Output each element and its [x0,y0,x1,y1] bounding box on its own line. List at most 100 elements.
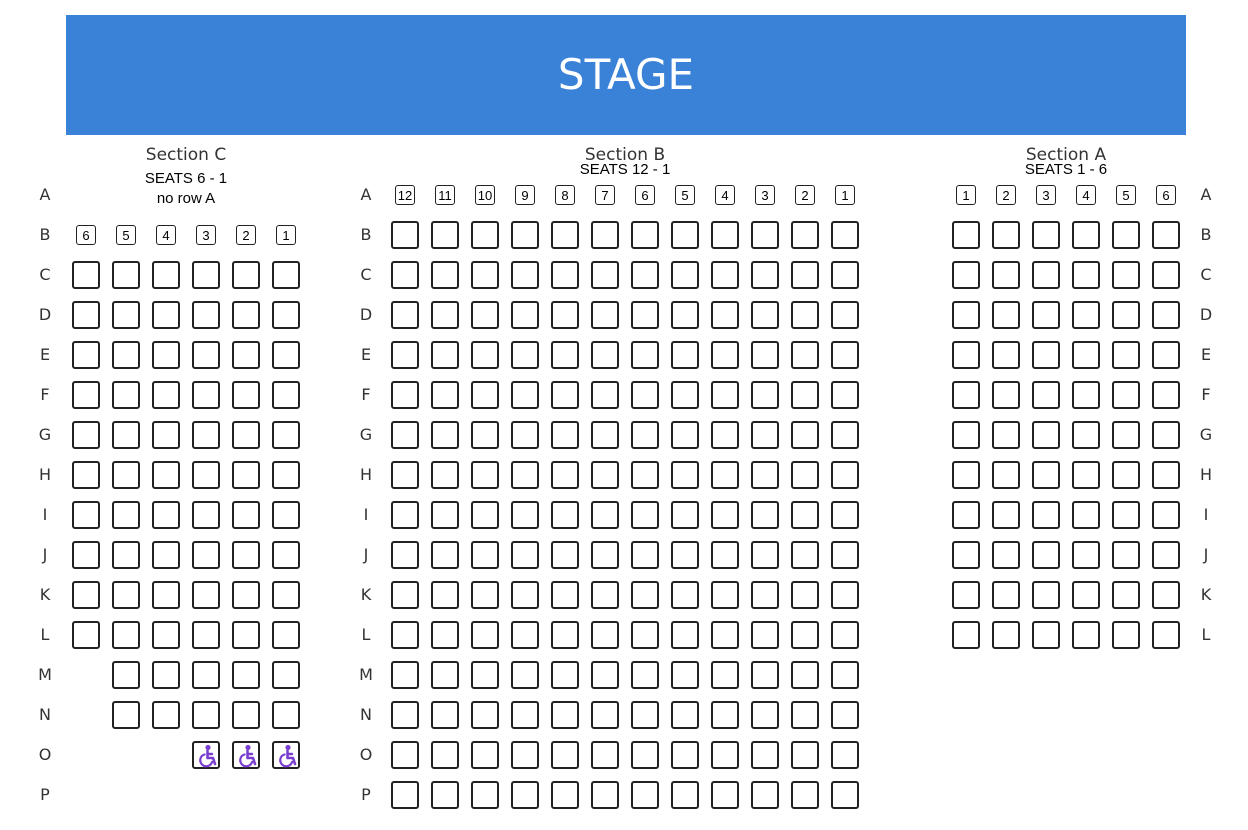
seat-B-B-3[interactable] [751,221,779,249]
seat-C-J-5[interactable] [112,541,140,569]
seat-B-D-2[interactable] [791,301,819,329]
seat-B-D-3[interactable] [751,301,779,329]
seat-B-G-4[interactable] [711,421,739,449]
seat-A-D-5[interactable] [1112,301,1140,329]
seat-B-I-10[interactable] [471,501,499,529]
seat-A-I-5[interactable] [1112,501,1140,529]
seat-B-O-4[interactable] [711,741,739,769]
seat-B-C-7[interactable] [591,261,619,289]
seat-B-G-11[interactable] [431,421,459,449]
seat-B-E-8[interactable] [551,341,579,369]
seat-B-P-9[interactable] [511,781,539,809]
seat-B-I-6[interactable] [631,501,659,529]
seat-A-G-5[interactable] [1112,421,1140,449]
seat-B-A-10[interactable]: 10 [475,185,495,205]
seat-B-H-3[interactable] [751,461,779,489]
seat-C-E-4[interactable] [152,341,180,369]
seat-B-H-2[interactable] [791,461,819,489]
seat-C-E-6[interactable] [72,341,100,369]
seat-B-C-10[interactable] [471,261,499,289]
seat-B-J-3[interactable] [751,541,779,569]
seat-B-P-11[interactable] [431,781,459,809]
seat-B-E-3[interactable] [751,341,779,369]
seat-B-I-4[interactable] [711,501,739,529]
seat-C-C-6[interactable] [72,261,100,289]
seat-C-L-3[interactable] [192,621,220,649]
seat-C-I-1[interactable] [272,501,300,529]
seat-A-B-5[interactable] [1112,221,1140,249]
seat-A-E-1[interactable] [952,341,980,369]
seat-B-C-4[interactable] [711,261,739,289]
seat-A-D-6[interactable] [1152,301,1180,329]
seat-C-D-1[interactable] [272,301,300,329]
seat-B-E-9[interactable] [511,341,539,369]
seat-B-O-2[interactable] [791,741,819,769]
seat-B-O-9[interactable] [511,741,539,769]
seat-A-J-6[interactable] [1152,541,1180,569]
seat-A-A-4[interactable]: 4 [1076,185,1096,205]
seat-B-G-6[interactable] [631,421,659,449]
seat-C-F-4[interactable] [152,381,180,409]
seat-C-L-1[interactable] [272,621,300,649]
seat-B-G-12[interactable] [391,421,419,449]
seat-A-A-2[interactable]: 2 [996,185,1016,205]
seat-B-C-2[interactable] [791,261,819,289]
seat-A-I-2[interactable] [992,501,1020,529]
seat-B-G-10[interactable] [471,421,499,449]
seat-B-H-6[interactable] [631,461,659,489]
seat-C-B-5[interactable]: 5 [116,225,136,245]
seat-B-C-6[interactable] [631,261,659,289]
seat-B-P-5[interactable] [671,781,699,809]
seat-B-E-7[interactable] [591,341,619,369]
seat-B-L-8[interactable] [551,621,579,649]
seat-B-G-5[interactable] [671,421,699,449]
seat-B-J-1[interactable] [831,541,859,569]
seat-B-L-1[interactable] [831,621,859,649]
seat-B-K-1[interactable] [831,581,859,609]
seat-C-I-6[interactable] [72,501,100,529]
seat-A-C-5[interactable] [1112,261,1140,289]
seat-B-C-8[interactable] [551,261,579,289]
seat-B-B-8[interactable] [551,221,579,249]
seat-B-A-4[interactable]: 4 [715,185,735,205]
seat-A-E-4[interactable] [1072,341,1100,369]
seat-A-G-1[interactable] [952,421,980,449]
seat-C-B-2[interactable]: 2 [236,225,256,245]
seat-B-P-2[interactable] [791,781,819,809]
wheelchair-seat-C-O-1[interactable] [192,741,220,769]
seat-C-K-6[interactable] [72,581,100,609]
seat-B-D-10[interactable] [471,301,499,329]
seat-B-D-8[interactable] [551,301,579,329]
seat-A-L-4[interactable] [1072,621,1100,649]
seat-A-H-1[interactable] [952,461,980,489]
seat-A-C-4[interactable] [1072,261,1100,289]
seat-B-D-5[interactable] [671,301,699,329]
seat-B-L-7[interactable] [591,621,619,649]
seat-A-H-3[interactable] [1032,461,1060,489]
seat-A-B-4[interactable] [1072,221,1100,249]
seat-A-K-1[interactable] [952,581,980,609]
seat-B-B-7[interactable] [591,221,619,249]
seat-B-I-3[interactable] [751,501,779,529]
seat-B-I-12[interactable] [391,501,419,529]
seat-B-E-2[interactable] [791,341,819,369]
seat-C-J-2[interactable] [232,541,260,569]
seat-B-P-3[interactable] [751,781,779,809]
seat-B-J-4[interactable] [711,541,739,569]
seat-A-E-2[interactable] [992,341,1020,369]
seat-B-O-8[interactable] [551,741,579,769]
seat-B-E-10[interactable] [471,341,499,369]
seat-B-J-12[interactable] [391,541,419,569]
seat-C-C-4[interactable] [152,261,180,289]
seat-C-B-3[interactable]: 3 [196,225,216,245]
seat-B-H-11[interactable] [431,461,459,489]
seat-B-N-9[interactable] [511,701,539,729]
seat-C-C-5[interactable] [112,261,140,289]
seat-B-N-6[interactable] [631,701,659,729]
seat-C-D-2[interactable] [232,301,260,329]
seat-A-A-3[interactable]: 3 [1036,185,1056,205]
seat-B-M-11[interactable] [431,661,459,689]
seat-B-K-10[interactable] [471,581,499,609]
seat-B-L-11[interactable] [431,621,459,649]
seat-B-F-11[interactable] [431,381,459,409]
